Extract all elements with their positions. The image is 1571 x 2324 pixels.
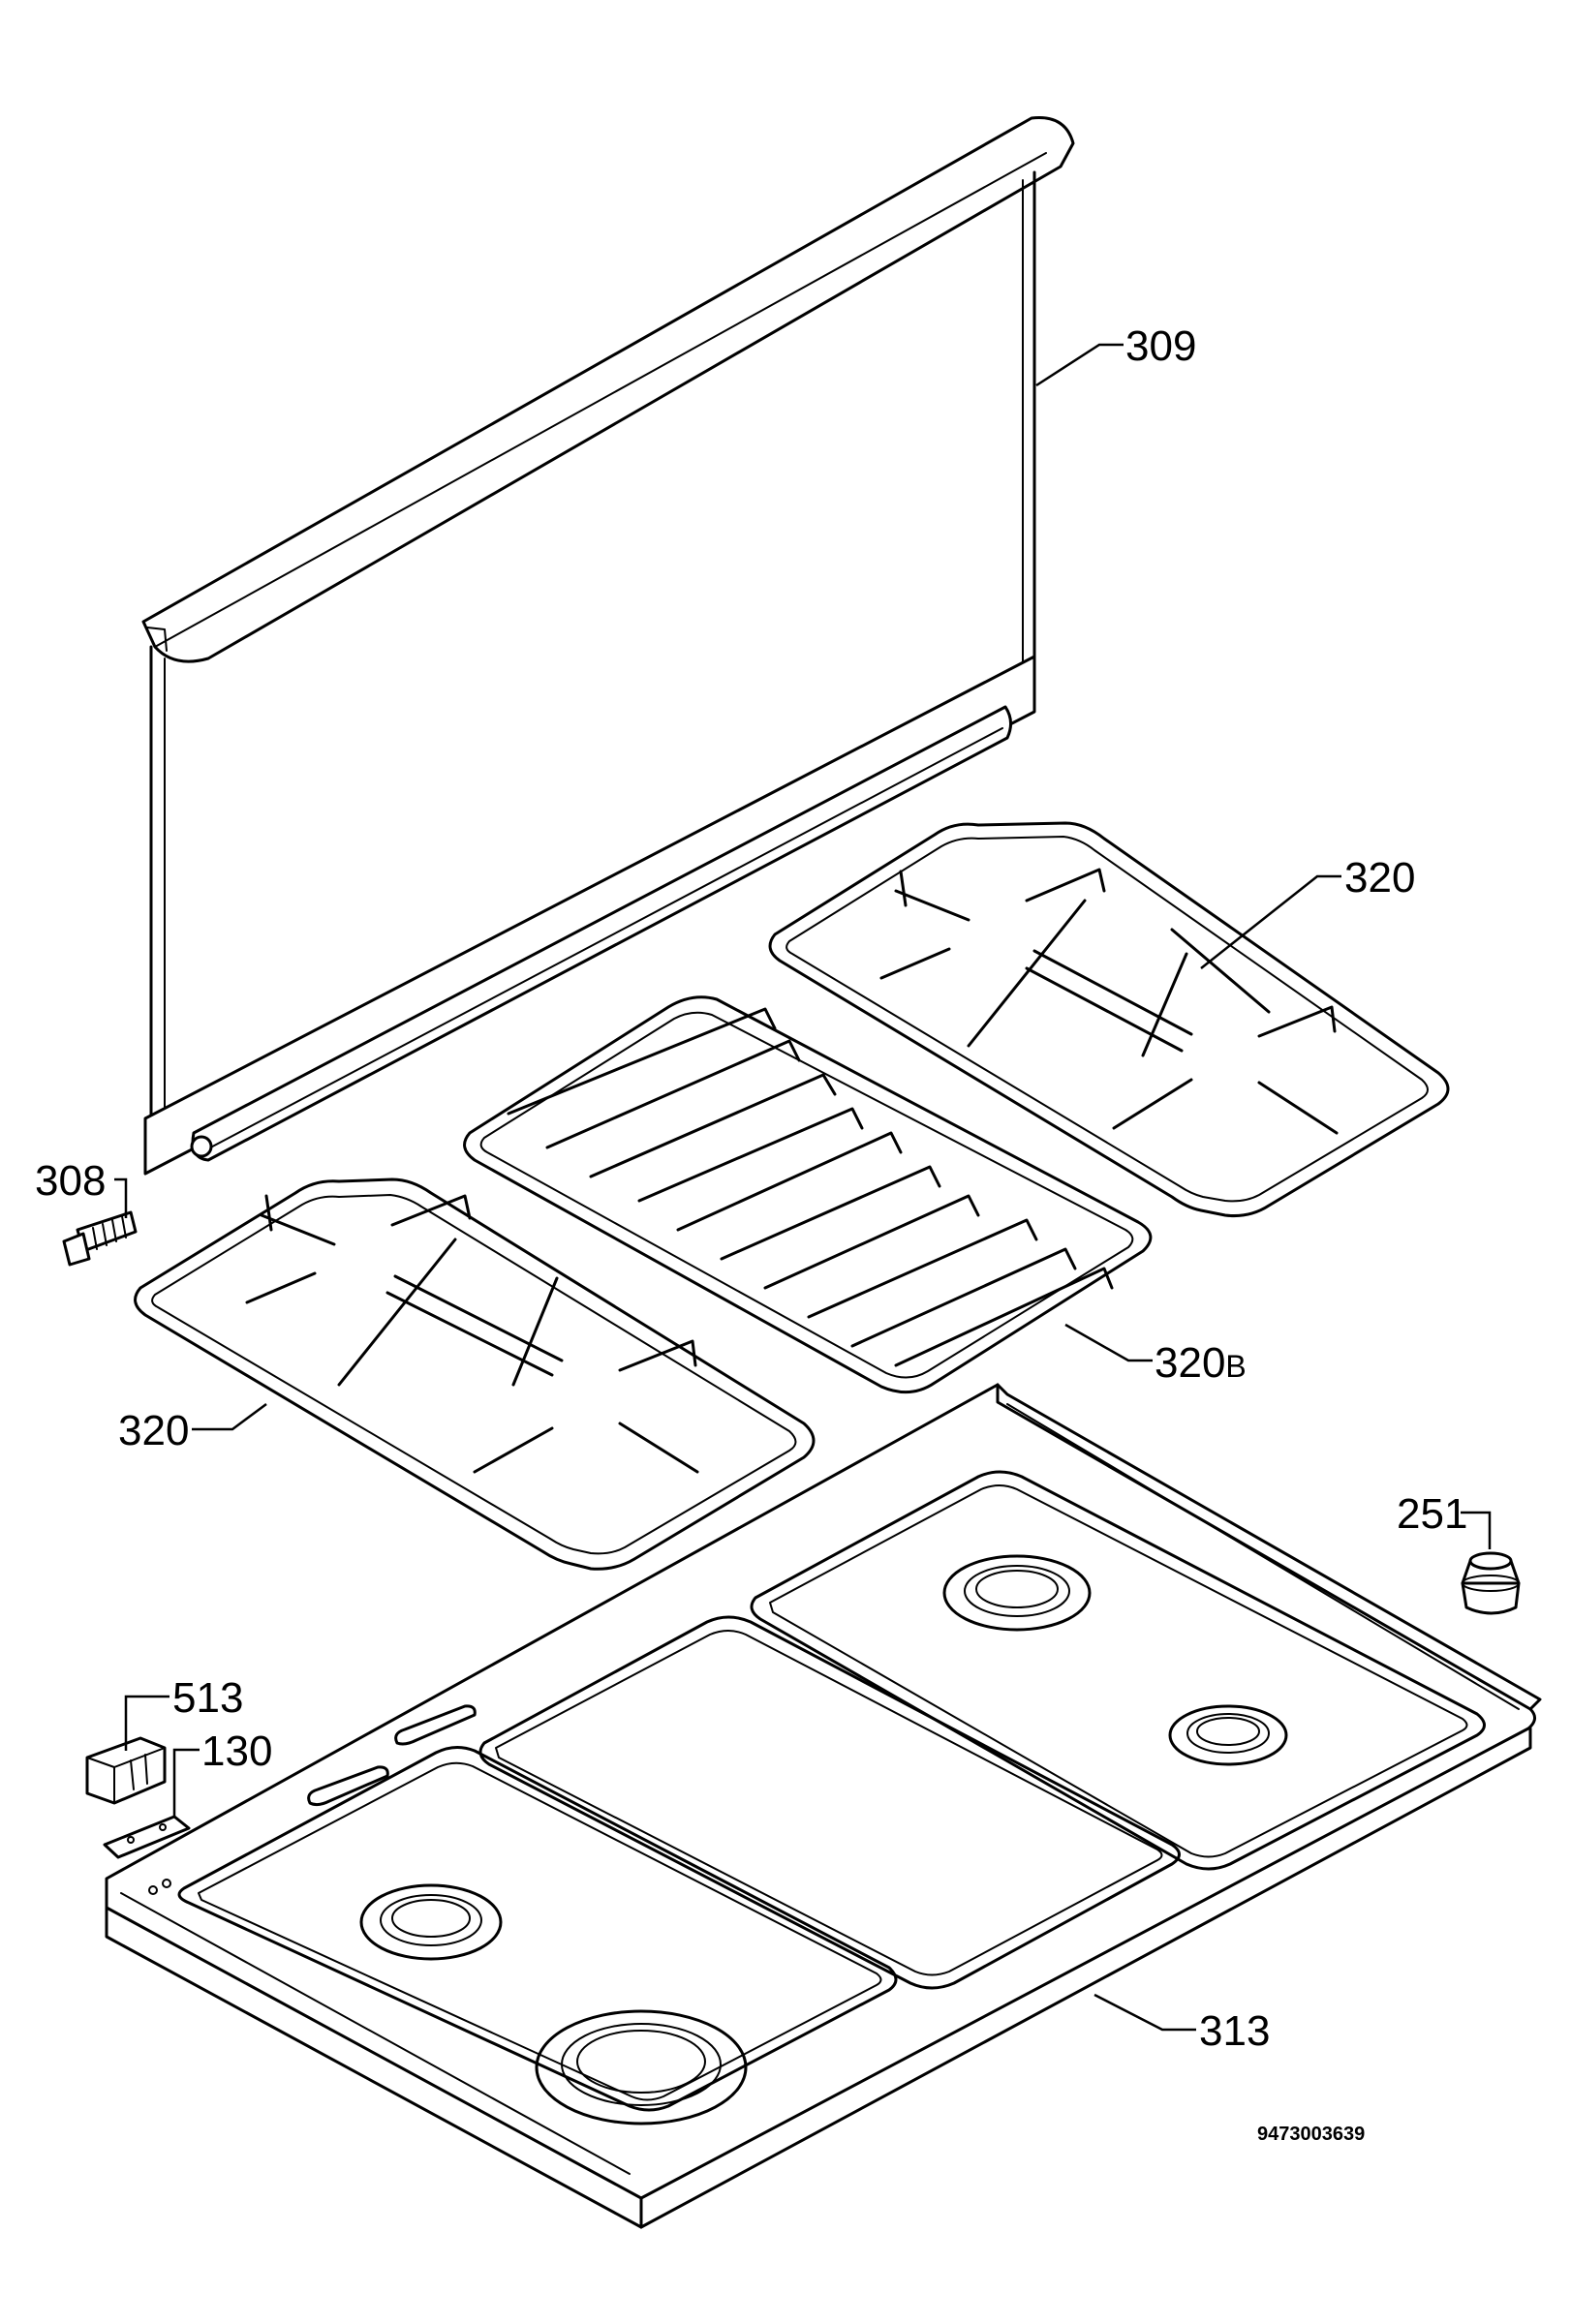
clip-513 [85, 1736, 167, 1805]
glass-lid-309 [141, 116, 1075, 1176]
griddle-grate-320b [463, 995, 1153, 1394]
hinge-screw-308 [62, 1210, 138, 1267]
label-320-left: 320 [118, 1407, 189, 1454]
pan-support-right-320 [768, 821, 1450, 1217]
leader-lines [114, 343, 1492, 2032]
document-number: 9473003639 [1257, 2124, 1365, 2145]
label-251: 251 [1397, 1490, 1467, 1538]
pan-support-left-320 [134, 1177, 816, 1571]
part-labels: 309 320 308 320B 320 251 513 130 313 947… [35, 322, 1467, 2145]
label-320b: 320B [1155, 1339, 1247, 1387]
label-320-right: 320 [1344, 854, 1415, 902]
label-320b-number: 320 [1155, 1339, 1225, 1387]
label-513: 513 [172, 1674, 243, 1722]
label-313: 313 [1199, 2007, 1270, 2055]
plate-130 [103, 1815, 191, 1859]
label-320b-suffix: B [1225, 1349, 1246, 1384]
rubber-foot-251 [1461, 1551, 1521, 1615]
label-130: 130 [201, 1728, 272, 1775]
hob-top-313 [105, 1383, 1542, 2229]
label-309: 309 [1125, 322, 1196, 370]
label-308: 308 [35, 1157, 106, 1205]
